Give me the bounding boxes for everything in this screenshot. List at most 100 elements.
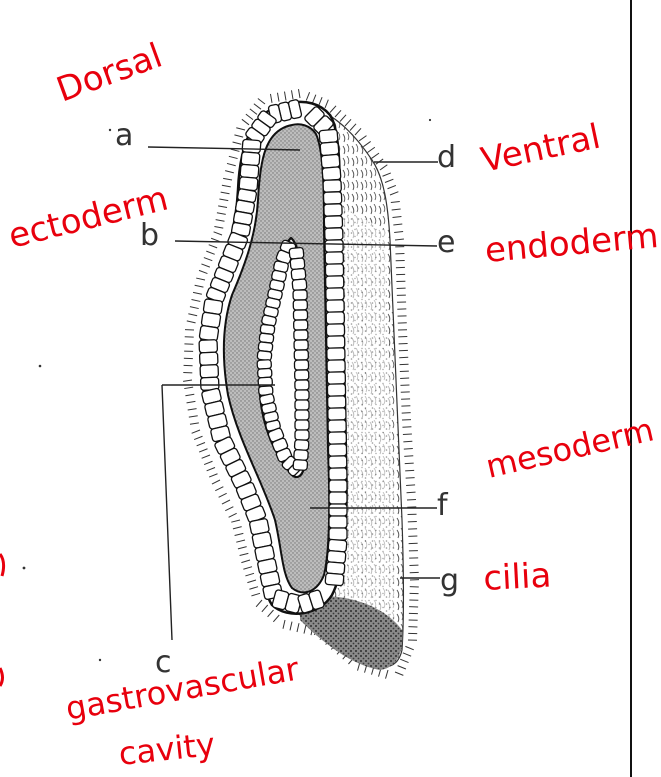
- annotation-cilia: cilia: [482, 555, 552, 598]
- cilium: [330, 106, 336, 113]
- cilium: [201, 264, 209, 267]
- cilium: [197, 443, 205, 446]
- cilium: [233, 527, 242, 529]
- cilium: [199, 449, 207, 452]
- cilium: [190, 307, 199, 309]
- cell: [325, 252, 343, 264]
- cilium: [273, 615, 279, 622]
- label-e: e: [437, 225, 455, 260]
- cilium: [256, 600, 262, 607]
- cilium: [298, 89, 300, 98]
- cell: [294, 440, 309, 451]
- annotation-gastrovascular: gastrovascular: [63, 649, 303, 728]
- cilium: [407, 499, 416, 500]
- cilium: [306, 92, 309, 100]
- cilium: [236, 128, 245, 130]
- cell: [325, 240, 343, 252]
- cilium: [383, 173, 391, 176]
- annotation-cavity: cavity: [117, 725, 217, 773]
- cilium: [191, 299, 200, 301]
- cilium: [218, 206, 227, 208]
- cilium: [406, 478, 415, 479]
- cell: [295, 370, 309, 380]
- cilium: [250, 109, 257, 114]
- cilium: [403, 434, 412, 435]
- cilium: [350, 124, 356, 131]
- cilium: [403, 653, 411, 656]
- cilium: [222, 185, 231, 187]
- cilium: [204, 461, 212, 464]
- cilium: [231, 520, 240, 522]
- cilium: [277, 93, 279, 102]
- cilium: [345, 119, 351, 126]
- cell: [293, 460, 308, 471]
- cell: [242, 139, 261, 153]
- cilium: [209, 474, 217, 477]
- margin-mark-bottom: [0, 668, 3, 686]
- cell: [199, 325, 219, 341]
- cell: [326, 288, 344, 300]
- cilium: [258, 99, 265, 104]
- cilium: [187, 401, 196, 402]
- cell: [290, 258, 305, 270]
- cilium: [223, 178, 232, 180]
- cilium: [196, 278, 205, 280]
- cell: [200, 365, 218, 378]
- cilium: [372, 153, 379, 158]
- cell: [293, 300, 307, 310]
- cell: [325, 573, 344, 586]
- cilium: [214, 227, 223, 229]
- cell: [293, 290, 307, 300]
- label-f: f: [437, 488, 449, 523]
- cilium: [217, 213, 226, 215]
- cell: [329, 492, 347, 504]
- cell: [324, 204, 342, 217]
- cilium: [235, 533, 244, 535]
- cilium: [368, 147, 375, 152]
- cell: [326, 276, 344, 288]
- cell: [328, 444, 346, 456]
- annotation-endoderm: endoderm: [483, 216, 660, 271]
- cell: [292, 279, 307, 291]
- cell: [294, 320, 308, 330]
- cilium: [407, 492, 416, 493]
- cilium: [386, 670, 388, 679]
- cell: [240, 164, 259, 178]
- cilium: [355, 128, 361, 135]
- cilium: [199, 270, 207, 273]
- cell: [295, 380, 309, 390]
- cell: [326, 324, 344, 336]
- cilium: [297, 623, 299, 632]
- cilium: [188, 314, 197, 316]
- cell: [325, 264, 343, 276]
- cell: [199, 340, 217, 353]
- cell: [320, 142, 339, 156]
- cell: [328, 432, 346, 444]
- cell: [295, 410, 309, 420]
- cilium: [238, 547, 247, 549]
- cilium: [325, 100, 328, 108]
- cilium: [195, 285, 204, 287]
- cilium: [221, 192, 230, 194]
- cilium: [247, 580, 256, 583]
- cilium: [240, 553, 249, 555]
- cilium: [405, 463, 414, 464]
- cilium: [249, 587, 258, 590]
- cell: [293, 310, 307, 320]
- cell: [294, 350, 308, 360]
- label-a: a: [115, 118, 133, 153]
- cilium: [404, 449, 413, 450]
- cilium: [188, 409, 197, 410]
- cilium: [242, 119, 249, 124]
- cell: [294, 450, 309, 461]
- cilium: [183, 380, 192, 381]
- cilium: [262, 605, 268, 612]
- cell: [327, 348, 345, 360]
- cell: [328, 396, 346, 408]
- cilium: [214, 232, 222, 235]
- cell: [326, 312, 344, 324]
- cell: [329, 516, 347, 528]
- cilium: [335, 110, 341, 117]
- cilium: [229, 513, 237, 517]
- label-d: d: [437, 140, 456, 175]
